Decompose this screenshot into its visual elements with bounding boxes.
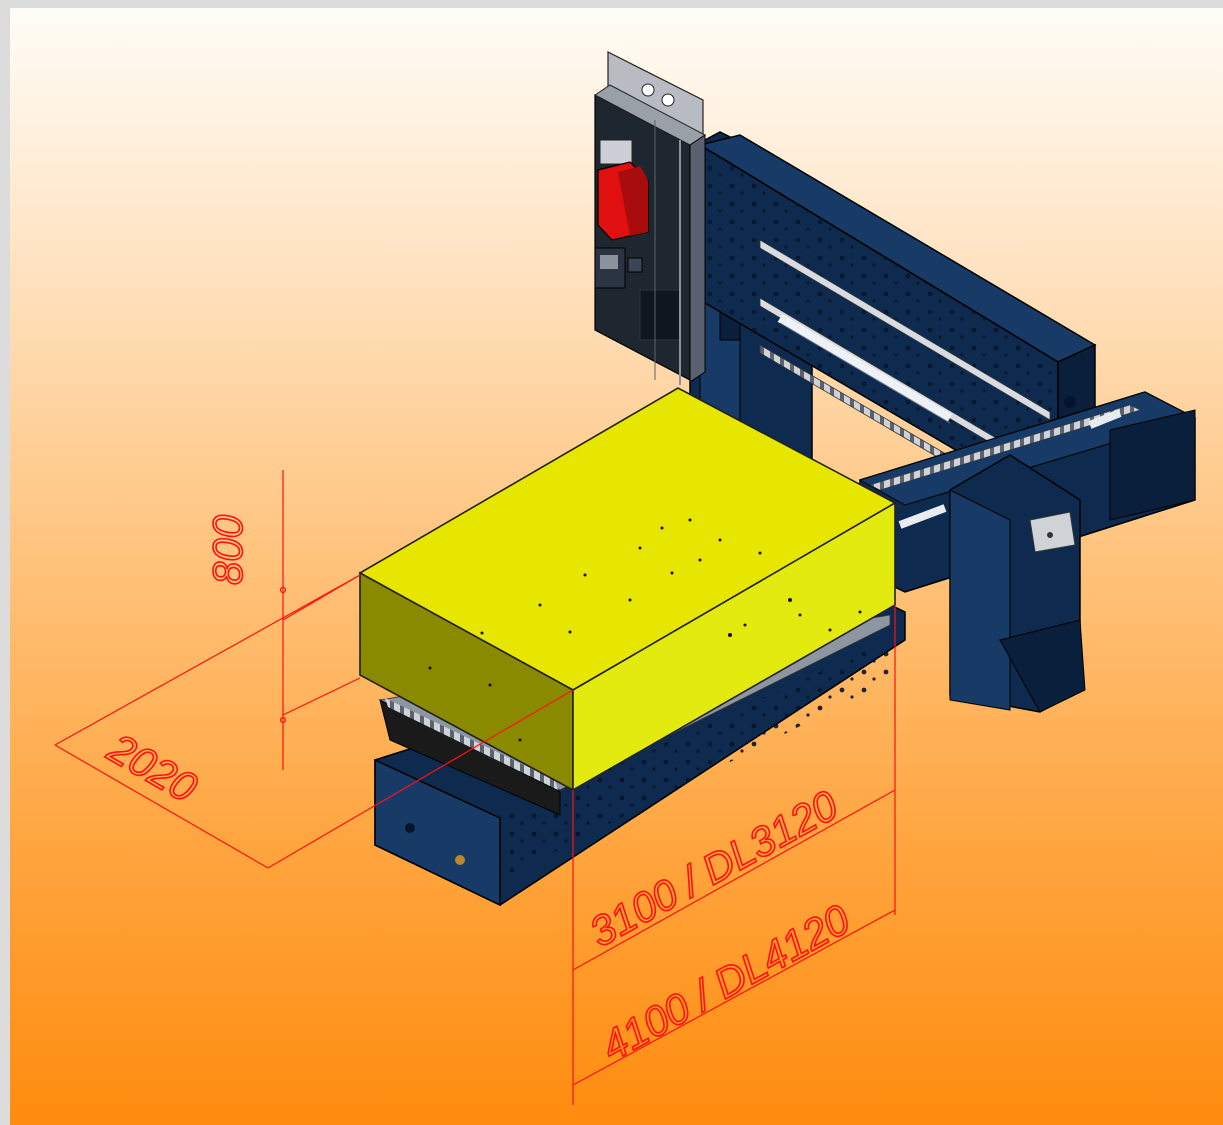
cross-beam: [698, 134, 1097, 524]
gantry-machine-drawing: 800 2020 3100 / DL3120 4100 / DL4120: [54, 51, 1197, 1105]
dim-height-label: 800: [204, 514, 251, 585]
gantry-front-leg: [949, 454, 1086, 713]
workpiece-box: [358, 387, 897, 792]
dim-width-label: 2020: [100, 724, 206, 812]
dimension-lines: [54, 470, 896, 1105]
spindle-head: [594, 51, 706, 385]
drawing-canvas: 800 2020 3100 / DL3120 4100 / DL4120: [10, 8, 1223, 1125]
